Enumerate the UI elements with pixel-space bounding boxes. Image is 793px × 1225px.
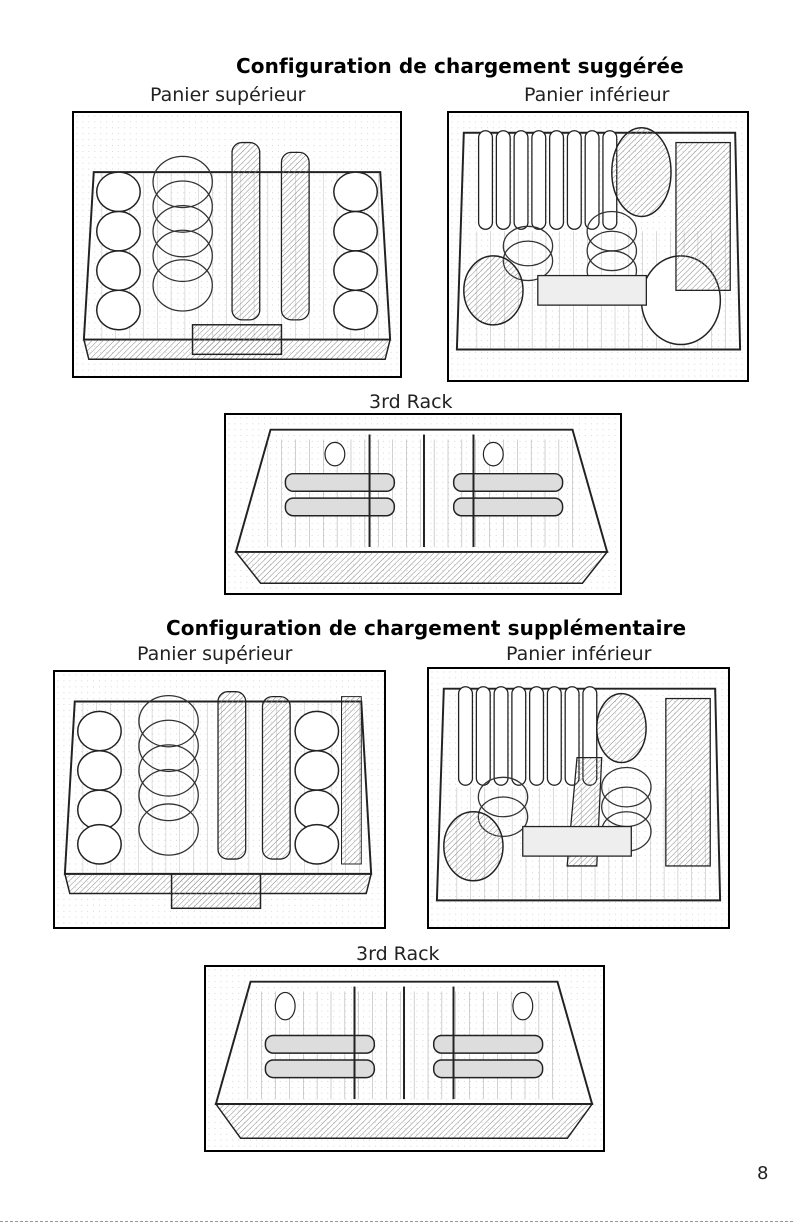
lower-rack-illustration-1 (447, 111, 749, 382)
section1-lower-label: Panier inférieur (524, 84, 669, 106)
lower-rack-illustration-2 (427, 667, 730, 929)
section1-title: Configuration de chargement suggérée (236, 54, 684, 78)
section2-upper-label: Panier supérieur (137, 643, 292, 665)
third-rack-illustration-1 (224, 413, 622, 595)
section1-upper-label: Panier supérieur (150, 84, 305, 106)
third-rack-illustration-2 (204, 965, 605, 1152)
upper-rack-illustration-2 (53, 670, 386, 929)
section2-title: Configuration de chargement supplémentai… (166, 616, 686, 640)
section2-lower-label: Panier inférieur (506, 643, 651, 665)
page-number: 8 (757, 1163, 768, 1184)
upper-rack-illustration-1 (72, 111, 402, 378)
section2-third-label: 3rd Rack (356, 943, 440, 965)
bottom-divider (0, 1221, 793, 1222)
section1-third-label: 3rd Rack (369, 391, 453, 413)
